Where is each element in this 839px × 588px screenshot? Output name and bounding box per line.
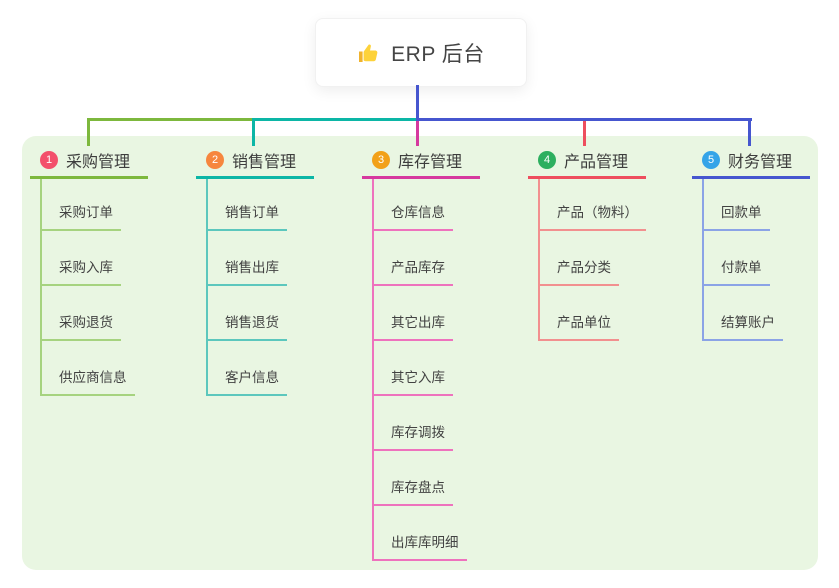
leaf-node[interactable]: 付款单 bbox=[702, 258, 770, 286]
leaf-node[interactable]: 产品分类 bbox=[538, 258, 619, 286]
leaf-node[interactable]: 采购订单 bbox=[40, 203, 121, 231]
branch-number-badge: 2 bbox=[206, 151, 224, 169]
leaf-node[interactable]: 结算账户 bbox=[702, 313, 783, 341]
leaf-node[interactable]: 采购退货 bbox=[40, 313, 121, 341]
branch-node-5[interactable]: 5 财务管理 bbox=[702, 149, 792, 171]
connector-branch5-horizontal bbox=[417, 118, 752, 121]
connector-branch1-drop bbox=[87, 118, 90, 146]
branch-underline bbox=[362, 176, 480, 179]
connector-branch4-drop bbox=[583, 121, 586, 146]
leaf-node[interactable]: 产品单位 bbox=[538, 313, 619, 341]
branch-number-badge: 4 bbox=[538, 151, 556, 169]
branch-node-3[interactable]: 3 库存管理 bbox=[372, 149, 462, 171]
leaf-node[interactable]: 销售退货 bbox=[206, 313, 287, 341]
branch-node-4[interactable]: 4 产品管理 bbox=[538, 149, 628, 171]
branch-number-badge: 5 bbox=[702, 151, 720, 169]
leaf-node[interactable]: 销售出库 bbox=[206, 258, 287, 286]
branch-underline bbox=[528, 176, 646, 179]
branch-children-spine bbox=[538, 179, 540, 341]
connector-branch2-horizontal bbox=[252, 118, 419, 121]
root-node-erp[interactable]: ERP 后台 bbox=[315, 18, 527, 87]
branch-underline bbox=[196, 176, 314, 179]
branch-label: 采购管理 bbox=[66, 154, 131, 171]
branch-number-badge: 3 bbox=[372, 151, 390, 169]
connector-root-vertical bbox=[416, 85, 419, 121]
connector-branch3-drop bbox=[416, 121, 419, 146]
connector-branch5-drop bbox=[748, 118, 751, 146]
leaf-node[interactable]: 其它入库 bbox=[372, 368, 453, 396]
branch-children-spine bbox=[206, 179, 208, 396]
leaf-node[interactable]: 其它出库 bbox=[372, 313, 453, 341]
leaf-node[interactable]: 客户信息 bbox=[206, 368, 287, 396]
branch-number-badge: 1 bbox=[40, 151, 58, 169]
leaf-node[interactable]: 回款单 bbox=[702, 203, 770, 231]
leaf-node[interactable]: 供应商信息 bbox=[40, 368, 135, 396]
leaf-node[interactable]: 产品（物料） bbox=[538, 203, 646, 231]
branch-children-spine bbox=[372, 179, 374, 561]
branch-label: 库存管理 bbox=[398, 154, 463, 171]
root-node-title: ERP 后台 bbox=[391, 42, 485, 66]
leaf-node[interactable]: 库存盘点 bbox=[372, 478, 453, 506]
branch-children-spine bbox=[702, 179, 704, 341]
mindmap-background-panel bbox=[22, 136, 818, 570]
branch-underline bbox=[692, 176, 810, 179]
leaf-node[interactable]: 库存调拨 bbox=[372, 423, 453, 451]
branch-node-1[interactable]: 1 采购管理 bbox=[40, 149, 130, 171]
thumbs-up-icon bbox=[359, 44, 378, 62]
leaf-node[interactable]: 仓库信息 bbox=[372, 203, 453, 231]
leaf-node[interactable]: 出库库明细 bbox=[372, 533, 467, 561]
leaf-node[interactable]: 销售订单 bbox=[206, 203, 287, 231]
leaf-node[interactable]: 产品库存 bbox=[372, 258, 453, 286]
connector-branch2-drop bbox=[252, 118, 255, 146]
branch-children-spine bbox=[40, 179, 42, 396]
branch-label: 产品管理 bbox=[564, 154, 629, 171]
branch-label: 销售管理 bbox=[232, 154, 297, 171]
branch-underline bbox=[30, 176, 148, 179]
branch-label: 财务管理 bbox=[728, 154, 793, 171]
branch-node-2[interactable]: 2 销售管理 bbox=[206, 149, 296, 171]
leaf-node[interactable]: 采购入库 bbox=[40, 258, 121, 286]
